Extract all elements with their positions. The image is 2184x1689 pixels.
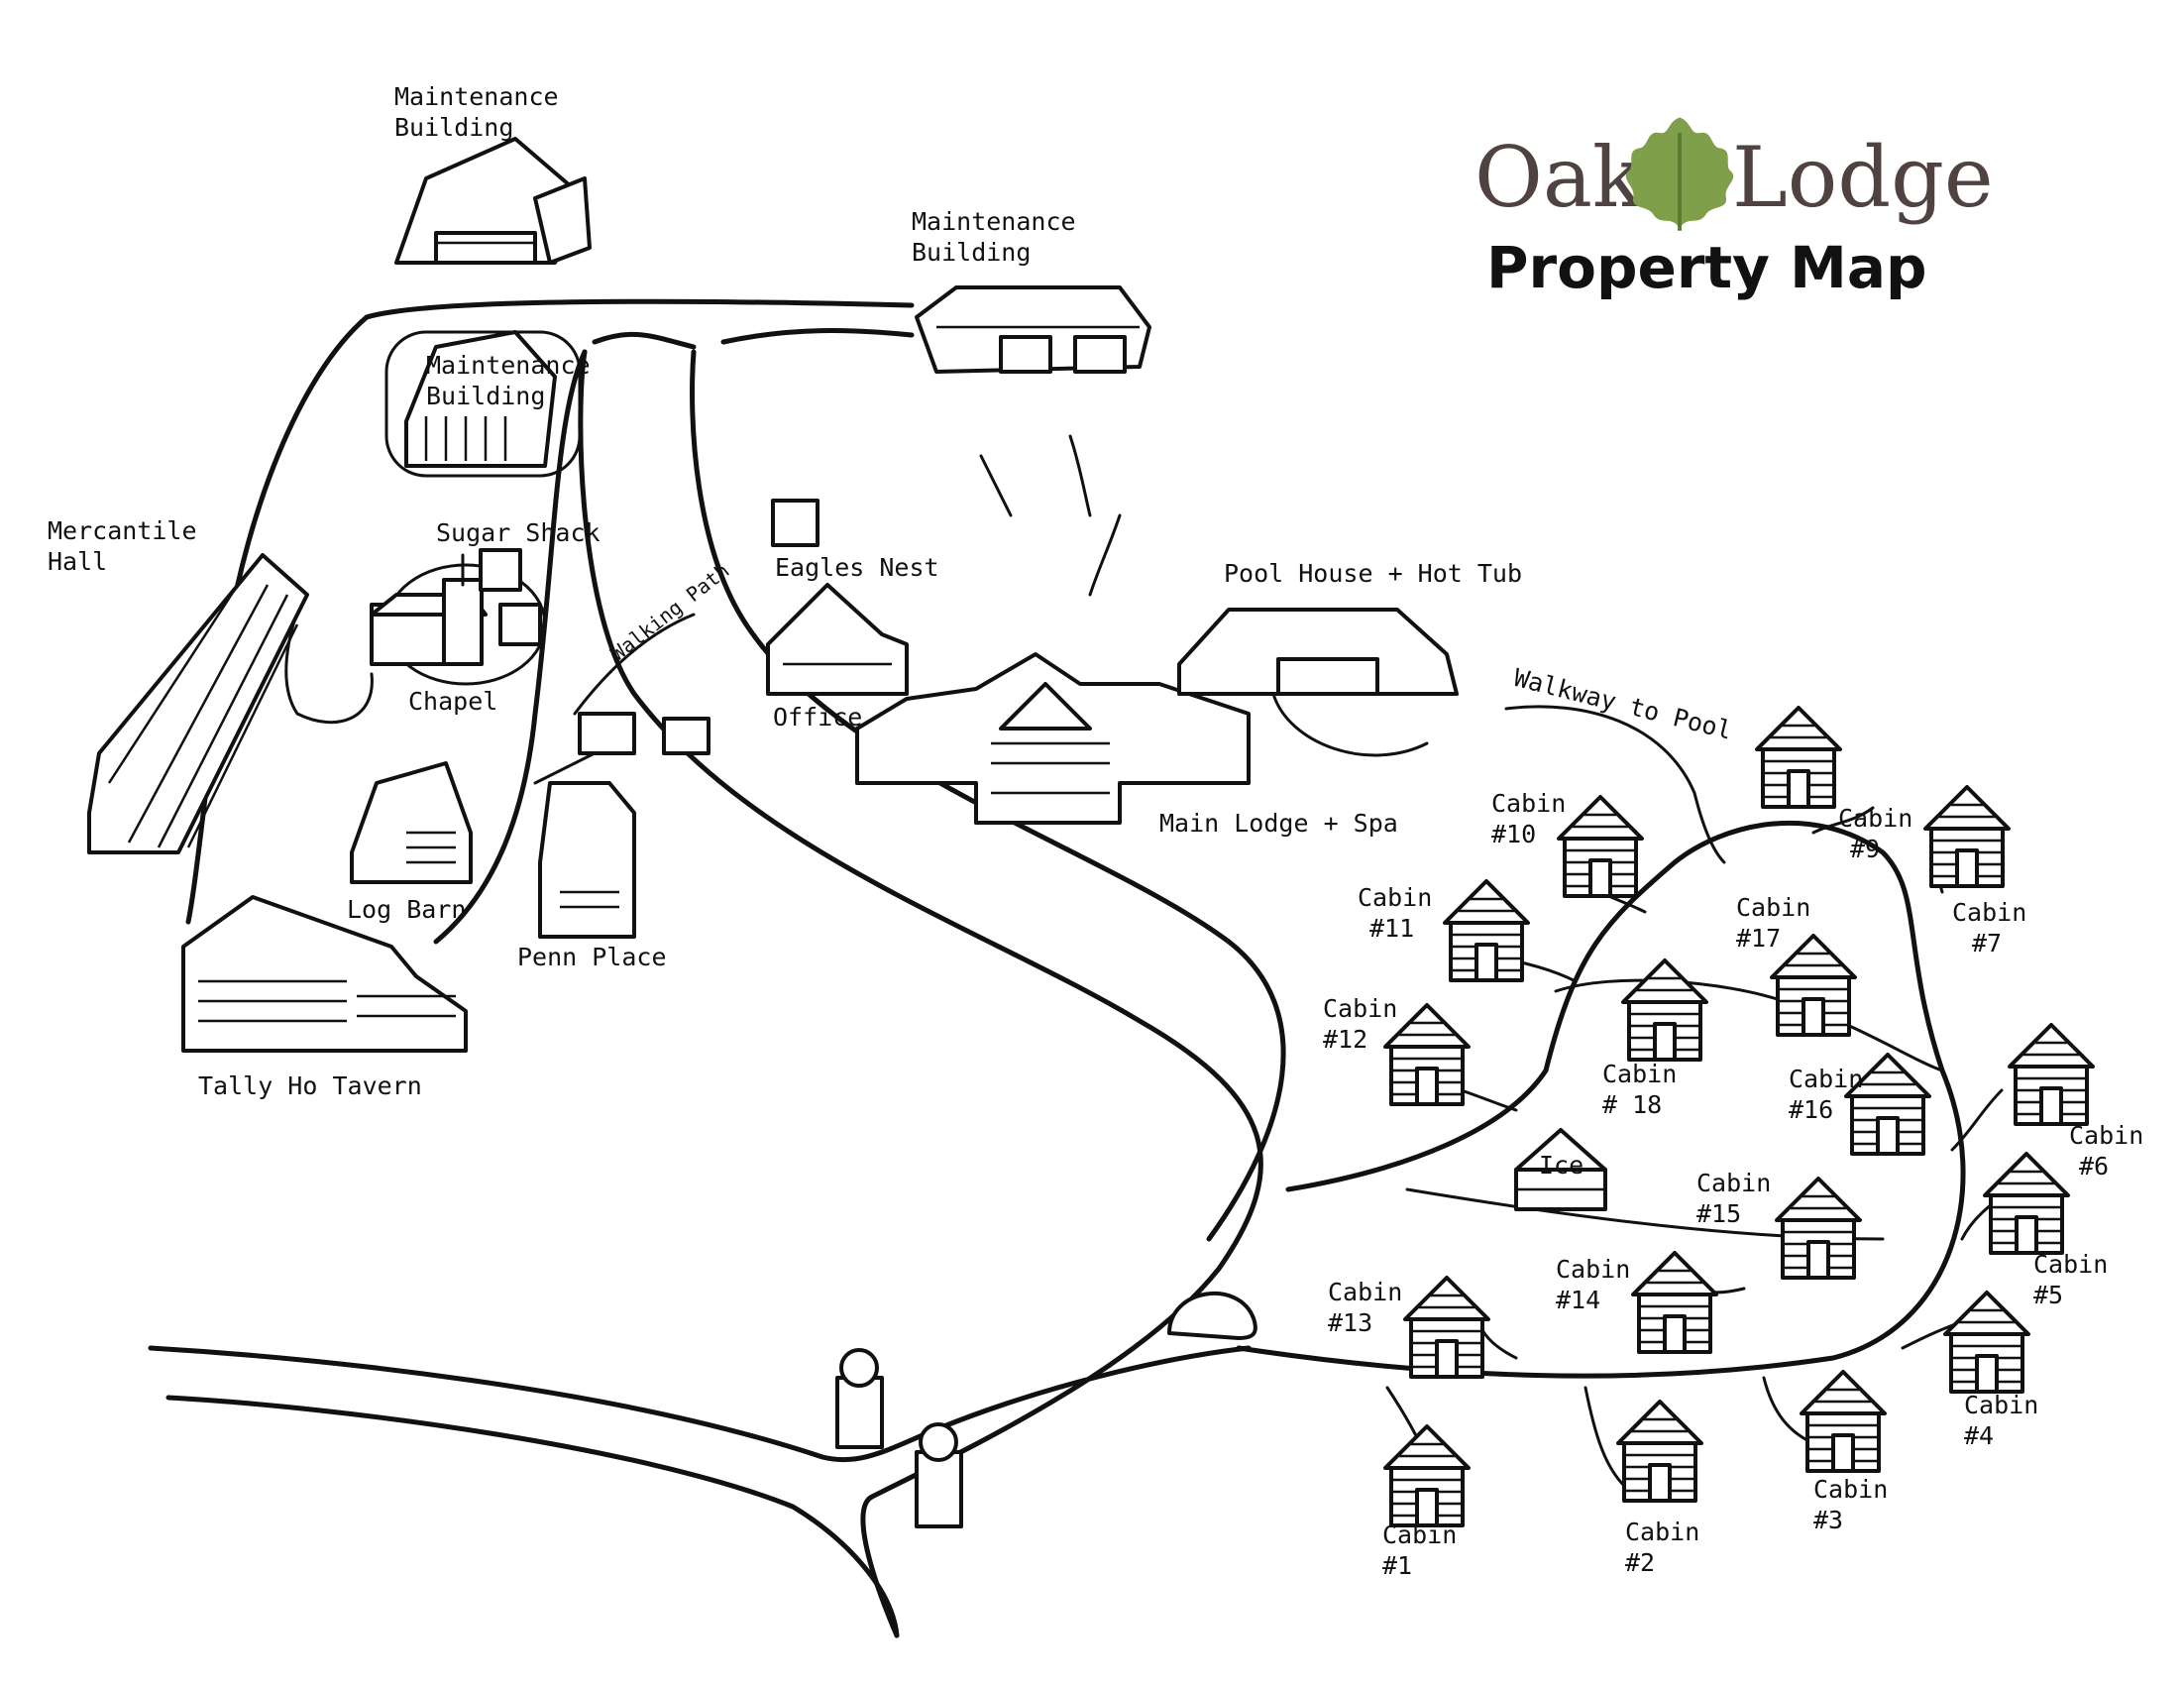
cabin-14-house: [1631, 1251, 1718, 1354]
cabin-15-house: [1775, 1177, 1862, 1280]
cabin-4-house: [1943, 1291, 2030, 1394]
label-ice: Ice: [1539, 1151, 1584, 1180]
label-cabin-14: Cabin#14: [1556, 1255, 1631, 1314]
buildings: [87, 137, 1607, 1528]
tally-ho-tavern: [181, 895, 468, 1053]
label-eagles-nest: Eagles Nest: [775, 553, 939, 582]
ice-house: [1514, 1128, 1607, 1211]
cabin-9-house: [1755, 706, 1842, 809]
label-tally-ho-tavern: Tally Ho Tavern: [198, 1071, 422, 1100]
label-cabin-1: Cabin#1: [1382, 1520, 1458, 1580]
label-maintenance-2: Maintenance Building: [426, 351, 591, 410]
cabin-18-house: [1621, 958, 1708, 1062]
penn-place: [538, 781, 636, 939]
label-cabin-11: Cabin#11: [1358, 883, 1433, 943]
label-penn-place: Penn Place: [517, 943, 667, 971]
label-chapel: Chapel: [408, 687, 498, 716]
brand-name-lodge: Lodge: [1732, 129, 1994, 226]
roads: [148, 298, 2033, 1638]
brand-name-oak: Oak: [1474, 129, 1643, 226]
cabin-13-house: [1403, 1276, 1490, 1379]
label-cabin-13: Cabin#13: [1328, 1278, 1403, 1337]
label-cabin-10: Cabin#10: [1491, 789, 1567, 848]
label-maintenance-1: Maintenance Building: [394, 82, 559, 142]
label-cabin-4: Cabin#4: [1964, 1391, 2039, 1450]
cabin-5-house: [1983, 1152, 2070, 1255]
label-main-lodge: Main Lodge + Spa: [1159, 809, 1398, 838]
cabin-7-house: [1923, 785, 2011, 888]
oak-leaf-icon: [1625, 117, 1734, 231]
label-mercantile-hall: Mercantile Hall: [48, 516, 197, 576]
sugar-shack: [479, 548, 542, 646]
label-cabin-18: Cabin# 18: [1602, 1060, 1678, 1119]
cabin-10-house: [1557, 795, 1644, 898]
label-cabin-15: Cabin#15: [1696, 1169, 1772, 1228]
label-log-barn: Log Barn: [347, 895, 467, 924]
cabin-12-house: [1383, 1003, 1471, 1106]
pool-house: [1177, 608, 1459, 757]
entrance-pillar-right: [915, 1422, 963, 1528]
cabin-11-house: [1443, 879, 1530, 982]
label-cabin-16: Cabin#16: [1789, 1065, 1864, 1124]
label-pool-house: Pool House + Hot Tub: [1224, 559, 1523, 588]
log-barn: [350, 761, 473, 884]
map-subtitle: Property Map: [1486, 234, 1927, 301]
office: [766, 583, 909, 696]
label-cabin-5: Cabin#5: [2033, 1250, 2109, 1309]
entrance-pillar-left: [835, 1348, 884, 1449]
chapel: [370, 553, 488, 666]
label-office: Office: [773, 703, 863, 732]
cabin-6-house: [2008, 1023, 2095, 1126]
label-cabin-6: Cabin#6: [2069, 1121, 2144, 1181]
label-cabin-7: Cabin#7: [1952, 898, 2027, 957]
maintenance-building-2: [404, 330, 557, 468]
maintenance-building-3: [915, 285, 1151, 374]
label-cabin-17: Cabin#17: [1736, 893, 1811, 953]
label-cabin-3: Cabin#3: [1813, 1475, 1889, 1534]
cabin-2-house: [1616, 1400, 1703, 1503]
cabin-3-house: [1800, 1370, 1887, 1473]
maintenance-building-1: [394, 137, 592, 265]
label-cabin-9: Cabin#9: [1838, 804, 1913, 863]
label-cabin-12: Cabin#12: [1323, 994, 1398, 1054]
cabin-1-house: [1383, 1424, 1471, 1527]
label-maintenance-3: Maintenance Building: [912, 207, 1076, 267]
main-lodge: [855, 652, 1251, 825]
mercantile-hall: [87, 553, 309, 854]
label-cabin-2: Cabin#2: [1625, 1518, 1700, 1577]
label-sugar-shack: Sugar Shack: [436, 518, 601, 547]
